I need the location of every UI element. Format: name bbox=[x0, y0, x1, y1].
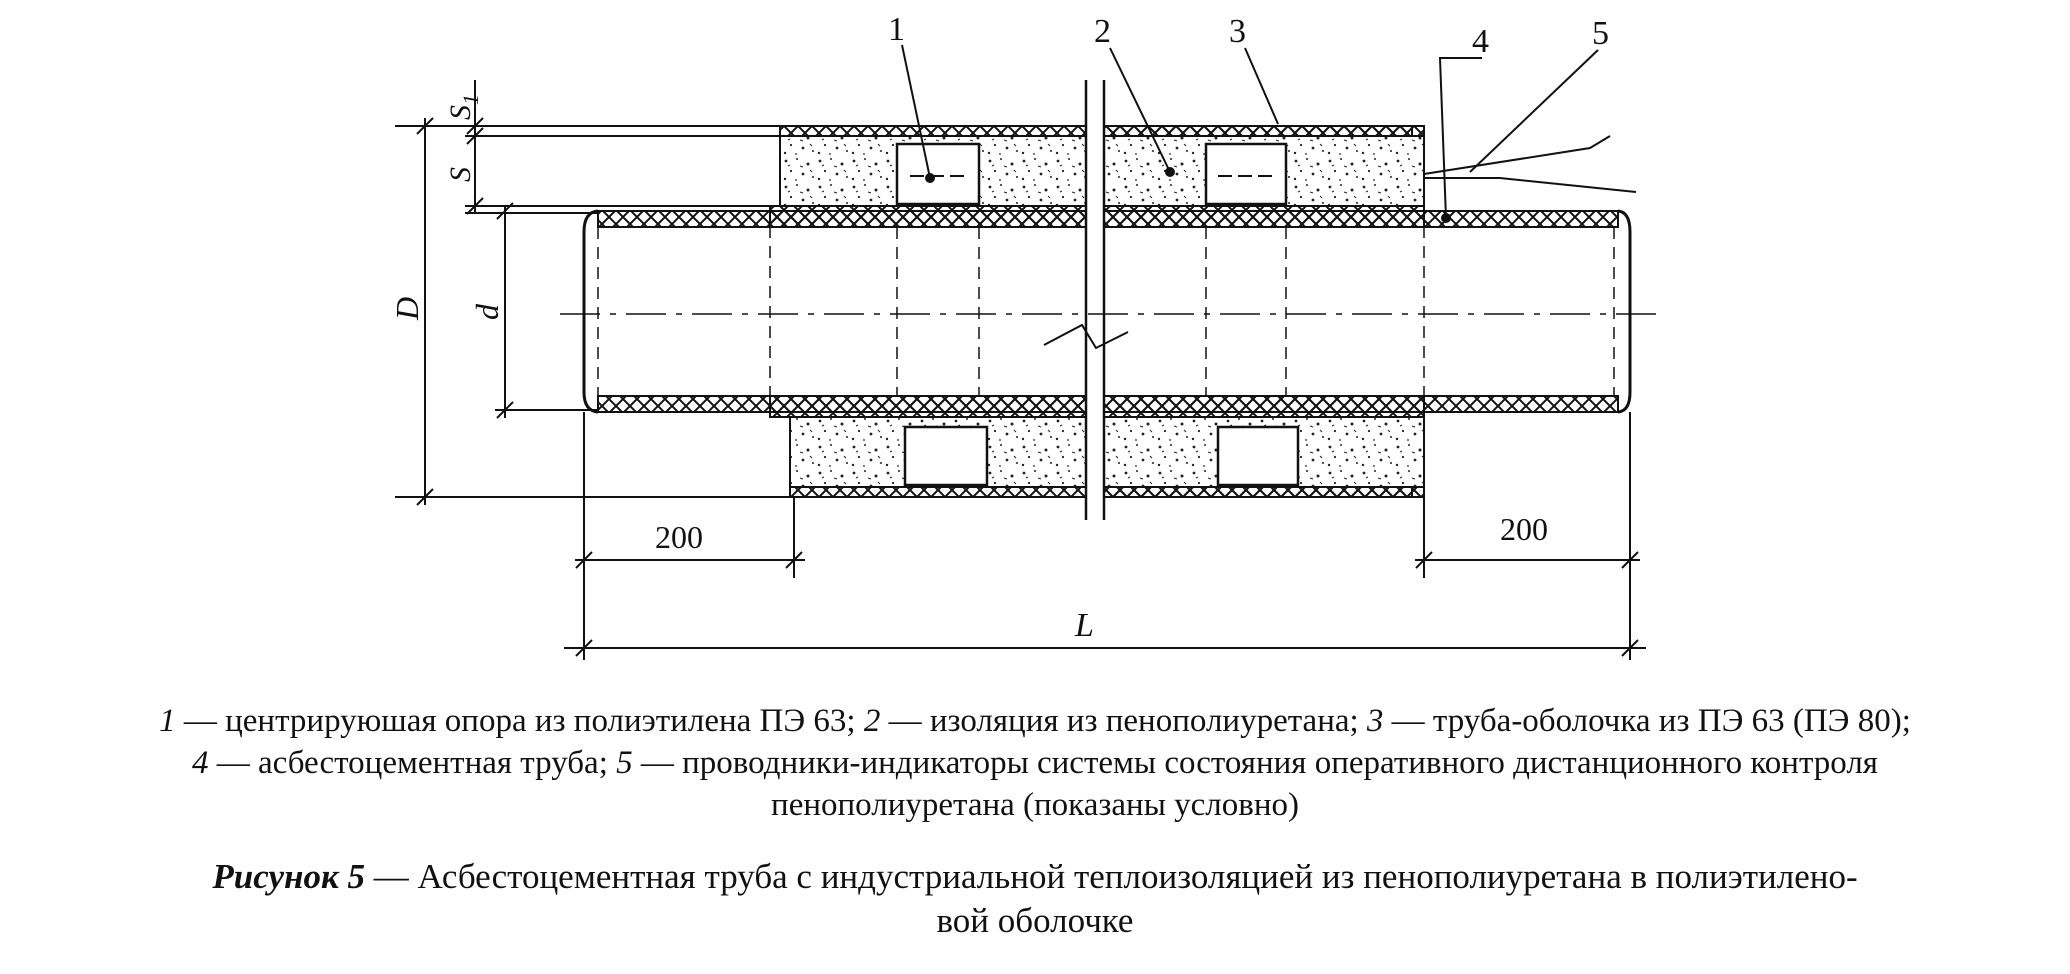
callout-5: 5 bbox=[1592, 15, 1609, 52]
legend-row-3: пенополиуретана (показаны условно) bbox=[771, 787, 1299, 823]
vertical-dimensions bbox=[395, 80, 790, 506]
horizontal-dimensions bbox=[564, 412, 1646, 660]
callout-leaders bbox=[901, 44, 1599, 223]
pipe-body bbox=[560, 80, 1660, 520]
dim-end-left: 200 bbox=[655, 519, 703, 555]
callout-3: 3 bbox=[1229, 13, 1246, 50]
pipe-section-drawing: 1 2 3 4 5 S1 S D d 200 200 L bbox=[389, 11, 1660, 660]
dim-length: L bbox=[1074, 607, 1094, 644]
indicator-wires bbox=[1423, 135, 1637, 193]
legend-row-2: 4 — асбестоцементная труба; 5 — проводни… bbox=[192, 745, 1878, 781]
dim-s: S bbox=[444, 167, 477, 182]
caption-line-2: вой оболочке bbox=[936, 901, 1134, 940]
dim-s1: S1 bbox=[444, 94, 483, 120]
dim-outer-diameter: D bbox=[389, 297, 425, 321]
figure-legend: 1 — центрируюшая опора из полиэтилена ПЭ… bbox=[20, 700, 2050, 826]
figure-caption: Рисунок 5 — Асбестоцементная труба с инд… bbox=[20, 855, 2050, 943]
callout-1: 1 bbox=[888, 11, 905, 48]
dim-end-right: 200 bbox=[1500, 511, 1548, 547]
dim-inner-diameter: d bbox=[469, 303, 505, 320]
callout-4: 4 bbox=[1472, 23, 1489, 60]
callout-2: 2 bbox=[1094, 13, 1111, 50]
legend-row-1: 1 — центрируюшая опора из полиэтилена ПЭ… bbox=[159, 703, 1911, 739]
caption-label: Рисунок 5 bbox=[212, 857, 365, 896]
caption-line-1: Рисунок 5 — Асбестоцементная труба с инд… bbox=[212, 857, 1858, 896]
